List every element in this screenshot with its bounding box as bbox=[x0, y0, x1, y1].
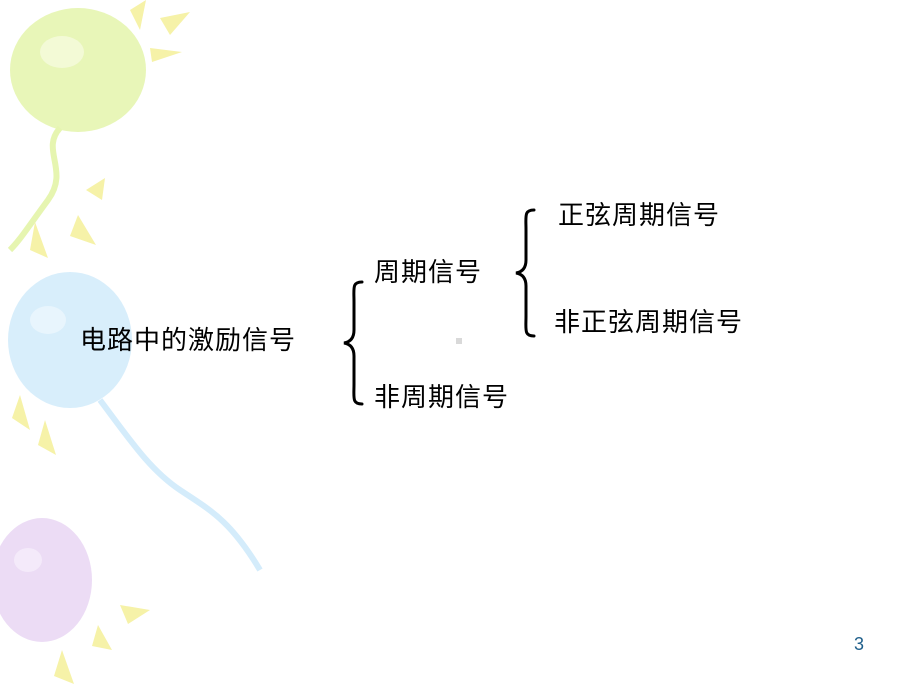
sun-rays-icon bbox=[12, 0, 190, 684]
blue-balloon-icon bbox=[8, 272, 263, 572]
right-brace bbox=[515, 208, 536, 338]
sinusoidal-periodic-node: 正弦周期信号 bbox=[558, 201, 721, 231]
non-sinusoidal-periodic-node: 非正弦周期信号 bbox=[554, 308, 744, 338]
aperiodic-signal-node: 非周期信号 bbox=[374, 383, 510, 413]
page-number: 3 bbox=[853, 634, 864, 654]
green-balloon-icon bbox=[7, 8, 146, 253]
balloon-decoration bbox=[0, 0, 263, 684]
placeholder-dot bbox=[456, 338, 462, 344]
left-brace bbox=[343, 280, 364, 406]
root-node: 电路中的激励信号 bbox=[80, 326, 297, 356]
purple-balloon-icon bbox=[0, 518, 92, 642]
periodic-signal-node: 周期信号 bbox=[374, 258, 483, 288]
